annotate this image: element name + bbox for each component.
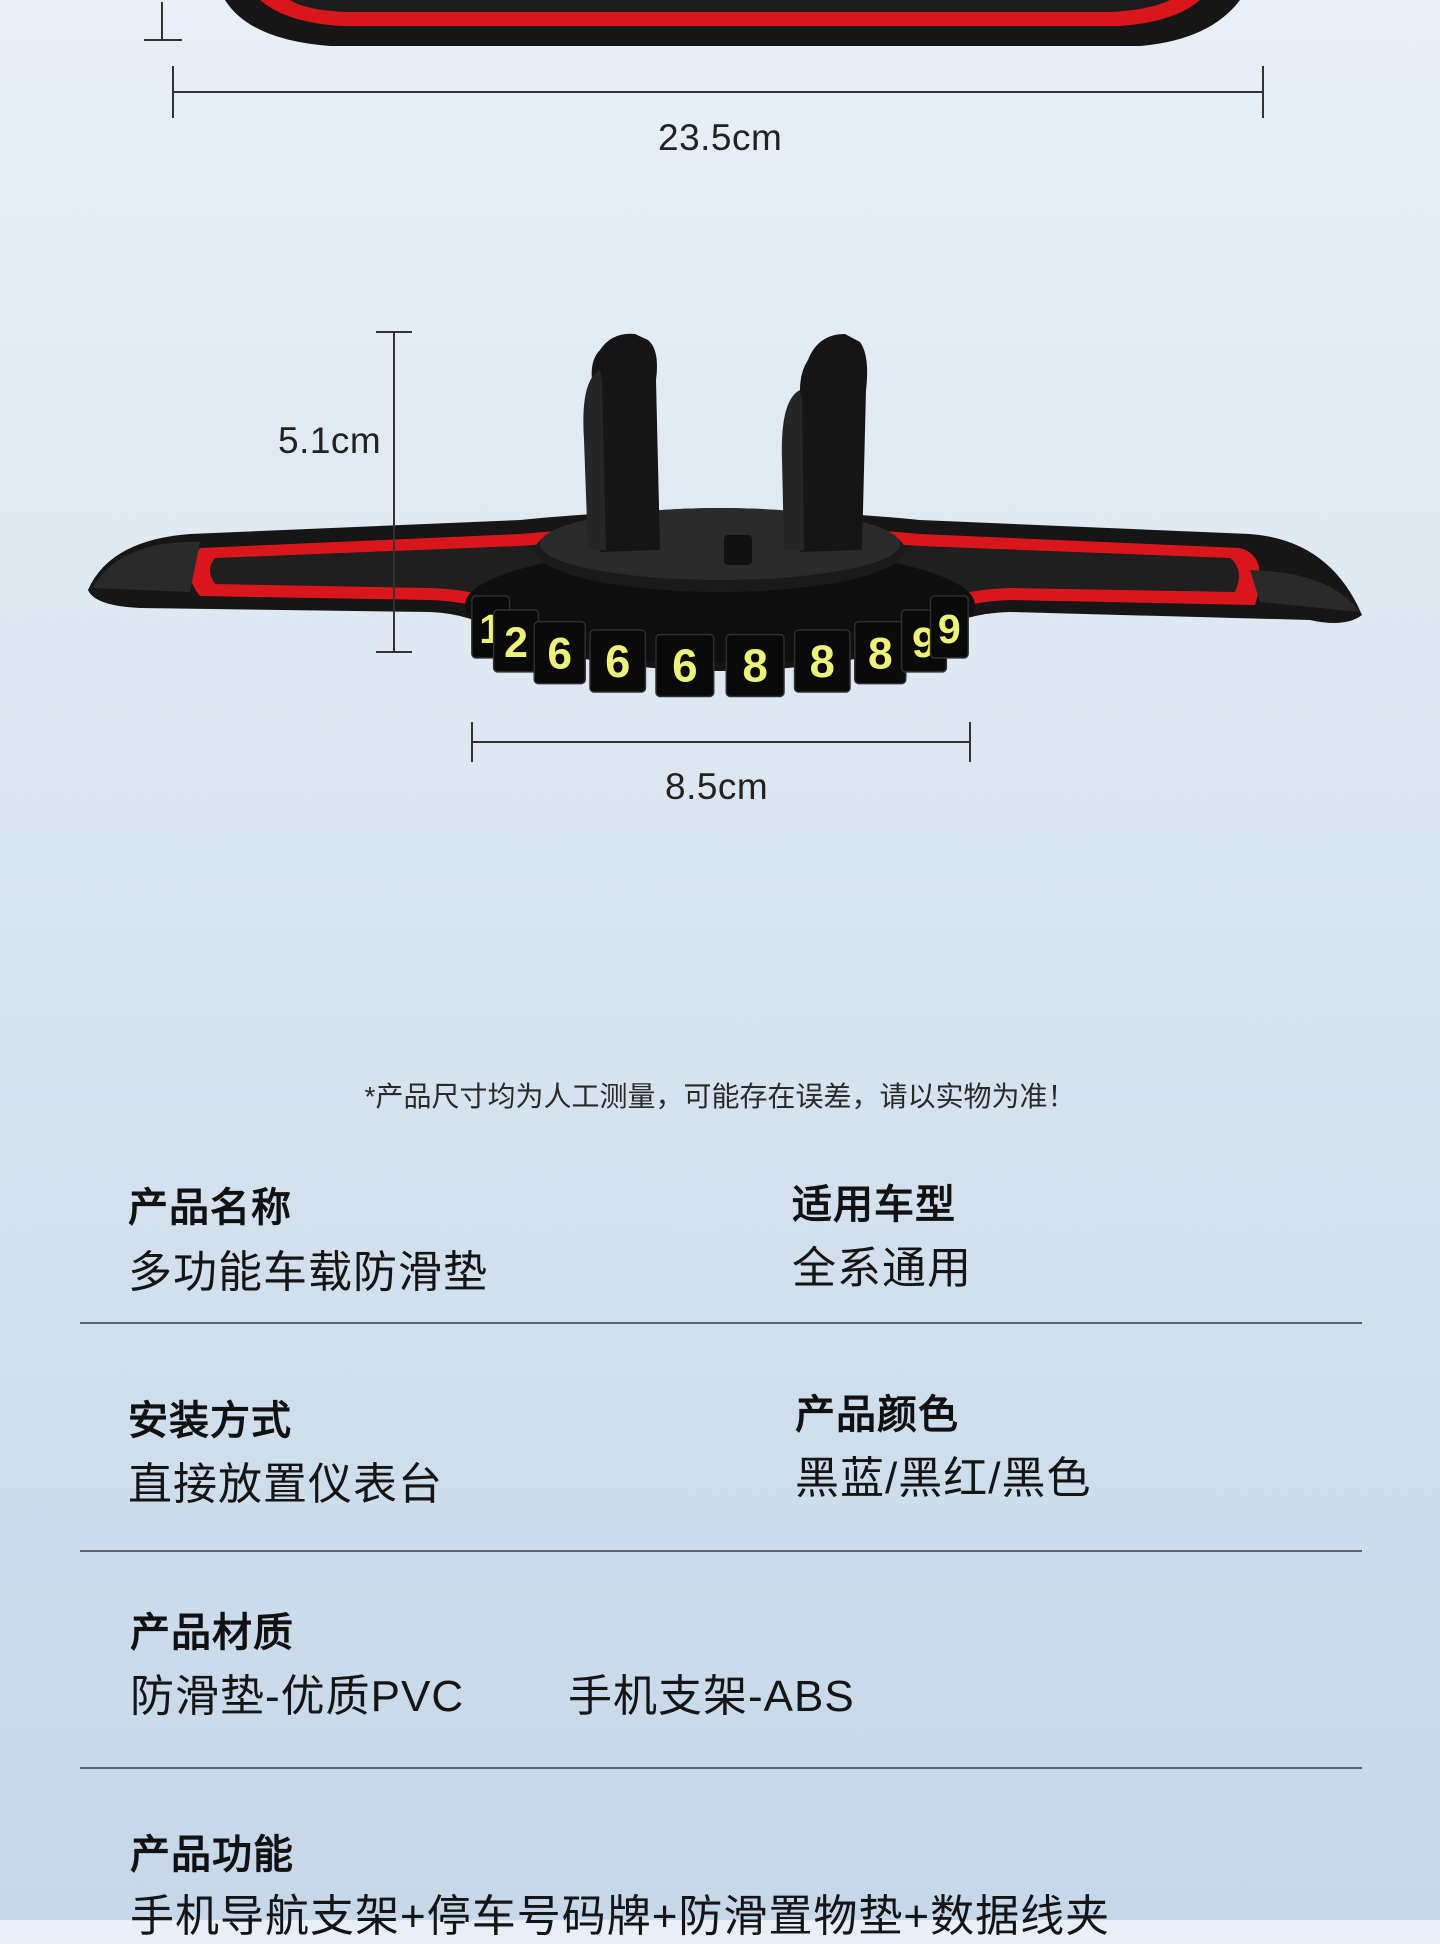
digit-tile xyxy=(725,633,785,698)
digit-label: 6 xyxy=(672,639,698,691)
digit-label: 8 xyxy=(742,639,768,691)
spec-car-type-value: 全系通用 xyxy=(792,1244,972,1293)
digit-tile xyxy=(589,629,647,693)
digit-tile xyxy=(793,629,851,693)
width-label: 23.5cm xyxy=(658,117,783,158)
base-label: 8.5cm xyxy=(665,766,769,807)
digit-tile xyxy=(929,595,969,659)
digit-label: 6 xyxy=(547,630,572,679)
digit-tile xyxy=(533,620,586,685)
digit-label: 8 xyxy=(810,636,835,687)
spec-material-value-2: 手机支架-ABS xyxy=(568,1672,855,1721)
digit-label: 9 xyxy=(938,606,961,652)
measurement-note: *产品尺寸均为人工测量，可能存在误差，请以实物为准！ xyxy=(364,1081,1076,1112)
spec-function-value: 手机导航支架+停车号码牌+防滑置物垫+数据线夹 xyxy=(130,1892,1111,1941)
spec-material-title: 产品材质 xyxy=(130,1611,294,1655)
height-label: 5.1cm xyxy=(278,420,382,461)
spec-name-value: 多功能车载防滑垫 xyxy=(128,1248,488,1297)
top-product-image xyxy=(144,0,1240,46)
base-dimension-line xyxy=(471,722,971,762)
width-dimension-line xyxy=(172,66,1264,118)
spec-color-title: 产品颜色 xyxy=(795,1393,959,1437)
spec-color-value: 黑蓝/黑红/黑色 xyxy=(795,1454,1092,1503)
spec-car-type-title: 适用车型 xyxy=(792,1183,956,1227)
spec-function-title: 产品功能 xyxy=(130,1833,294,1877)
digit-label: 2 xyxy=(504,619,528,667)
digit-label: 8 xyxy=(868,630,893,679)
spec-material-value-1: 防滑垫-优质PVC xyxy=(130,1672,465,1721)
spec-install-title: 安装方式 xyxy=(128,1399,292,1443)
digit-label: 6 xyxy=(605,636,630,687)
digit-tile xyxy=(655,633,715,698)
divider xyxy=(80,1550,1362,1552)
divider xyxy=(80,1767,1362,1769)
height-dimension-line xyxy=(376,331,412,653)
spec-install-value: 直接放置仪表台 xyxy=(128,1460,443,1509)
divider xyxy=(80,1322,1362,1324)
spec-name-title: 产品名称 xyxy=(128,1186,292,1230)
